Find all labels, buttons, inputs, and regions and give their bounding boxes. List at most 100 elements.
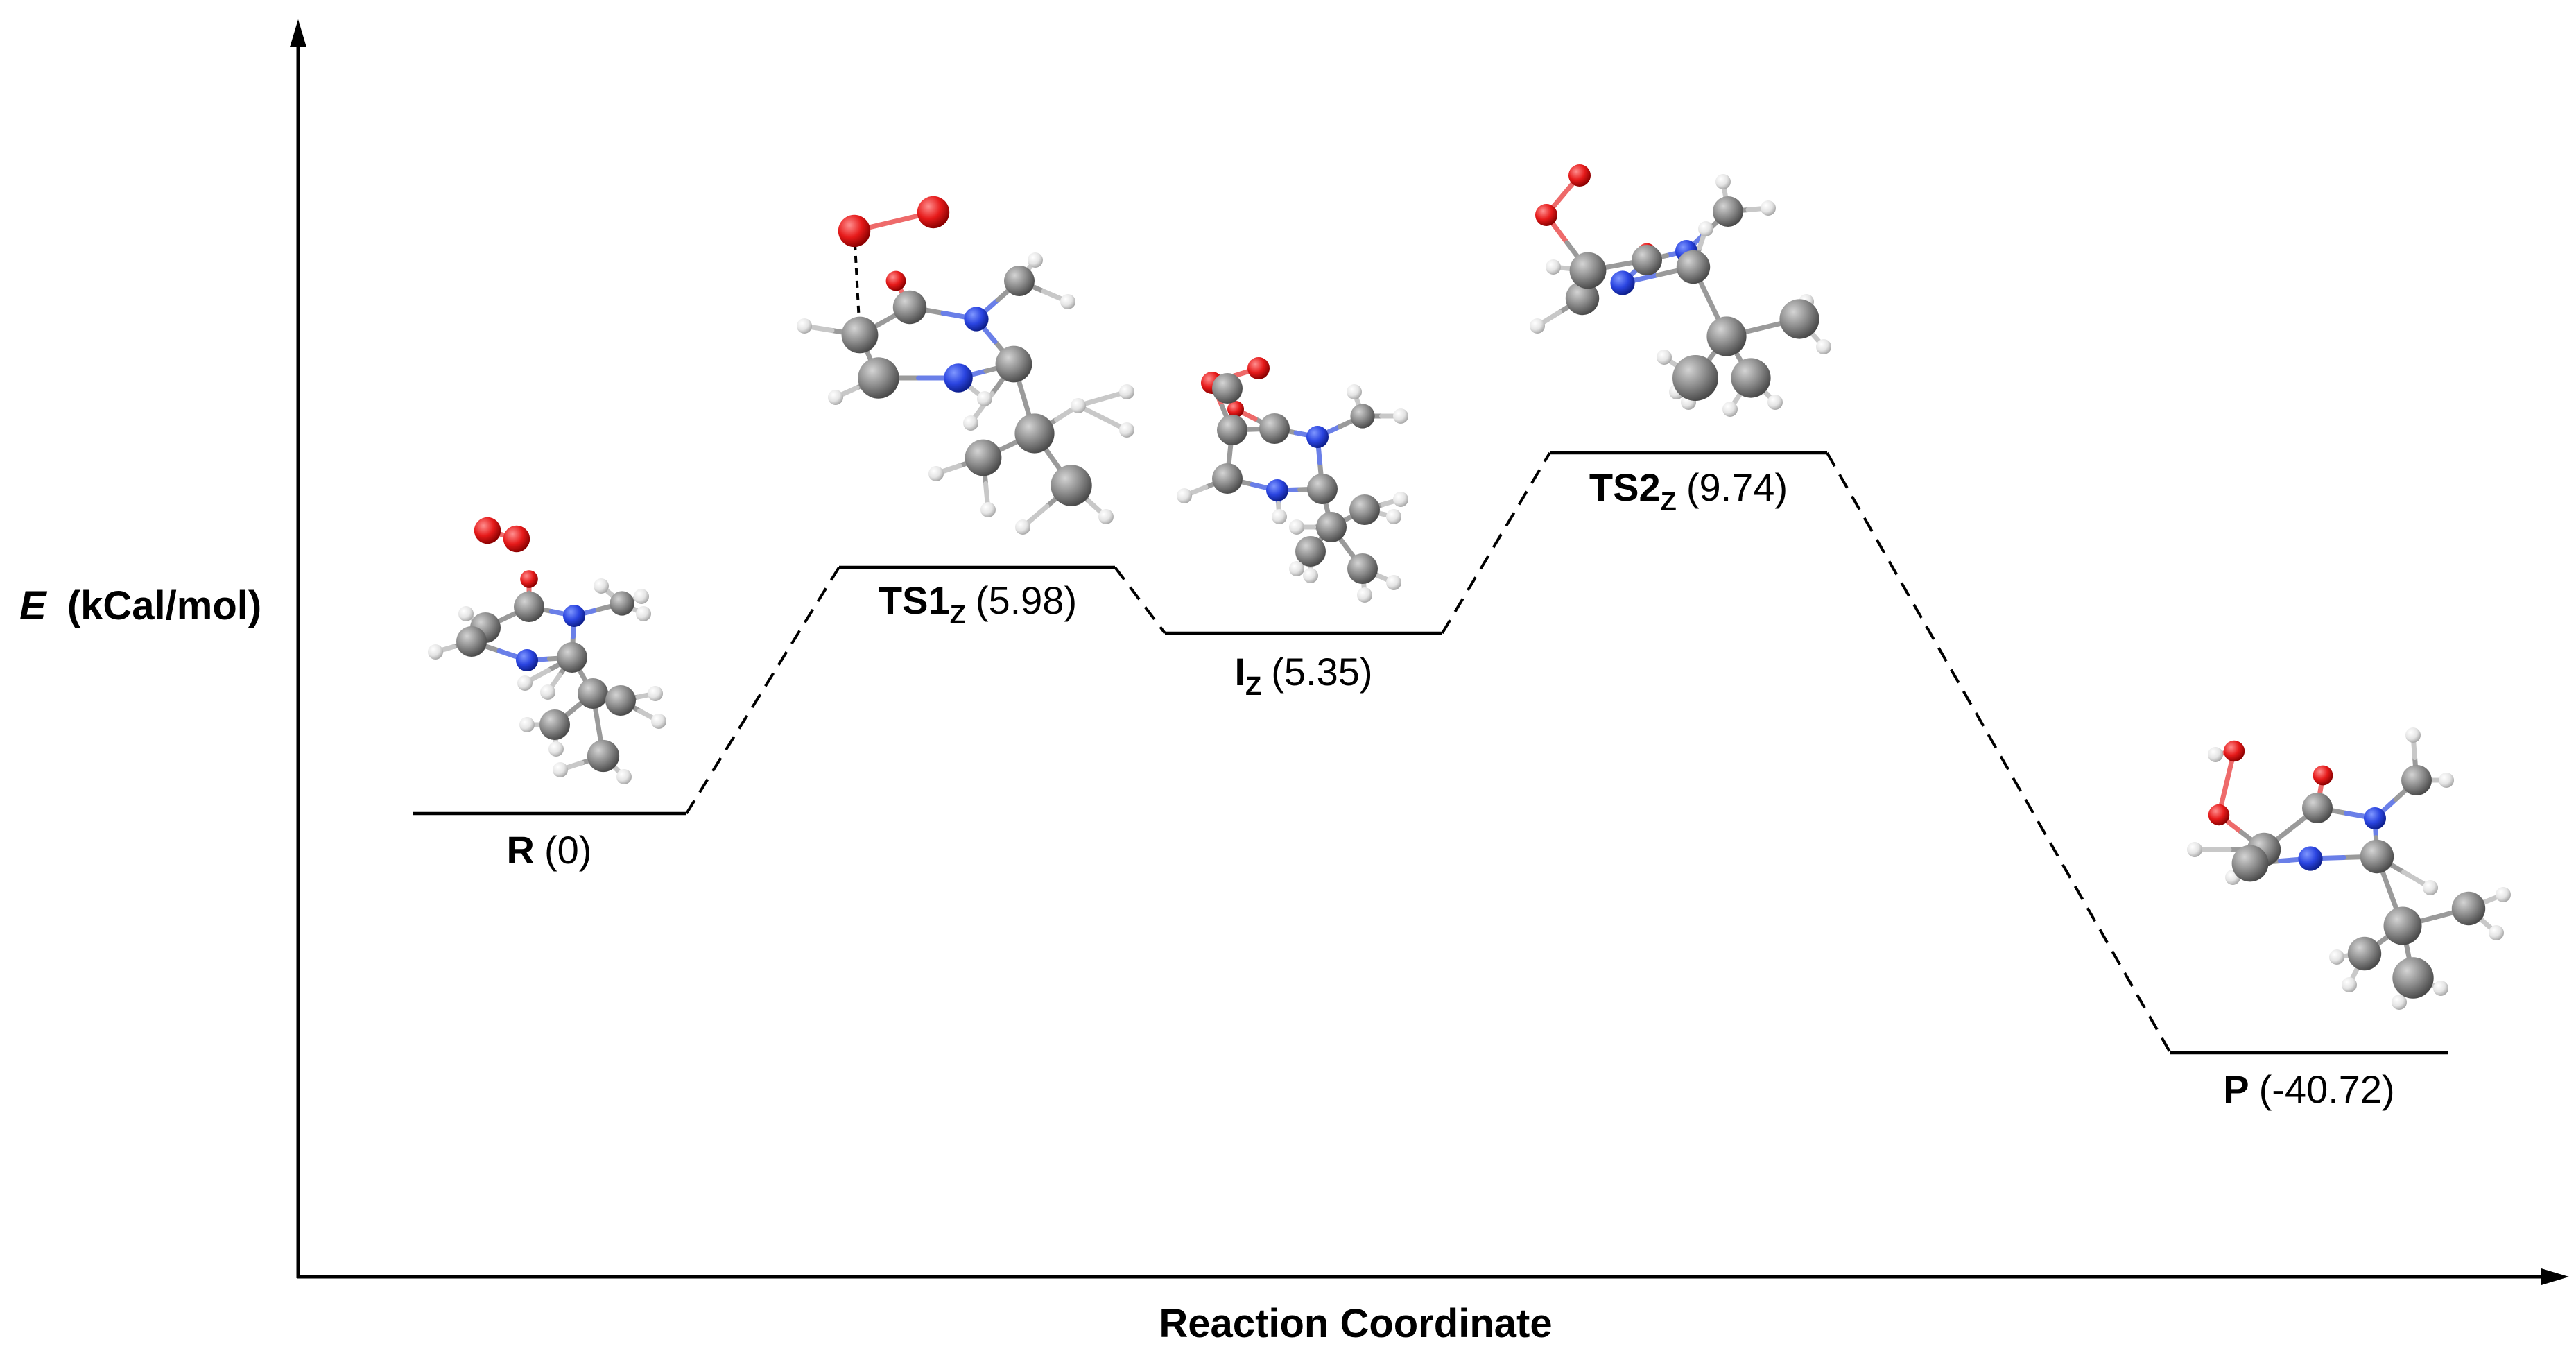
atom-H [977, 391, 992, 406]
level-name-R: R [507, 828, 535, 872]
atom-O [520, 570, 538, 588]
atom-H [2329, 949, 2344, 965]
level-name-TS2: TS2 [1589, 465, 1661, 509]
connector-TS1-I [1114, 566, 1166, 635]
atom-C [539, 709, 570, 740]
atom-C [1014, 413, 1055, 454]
atom-H [636, 606, 651, 621]
atom-C [514, 592, 544, 622]
molecule-TS2 [1530, 164, 1831, 417]
atom-O [1568, 164, 1591, 187]
atom-H [2489, 925, 2504, 940]
atom-C [2392, 957, 2434, 999]
connector-TS2-P [1826, 452, 2172, 1053]
atom-C [2383, 906, 2422, 945]
atom-H [980, 502, 996, 517]
connectors [685, 451, 2172, 1053]
level-value-TS2: (9.74) [1686, 465, 1788, 509]
atom-H [1698, 221, 1713, 236]
atom-H [1386, 575, 1401, 590]
atom-C [841, 316, 879, 354]
atom-H [2208, 747, 2223, 762]
atom-H [1761, 200, 1776, 216]
atom-H [428, 644, 443, 660]
y-axis-label-unit: (kCal/mol) [67, 583, 261, 628]
atom-C [2302, 793, 2333, 823]
atom-H [1015, 519, 1030, 535]
atom-C [1212, 373, 1243, 404]
atom-O [503, 525, 530, 553]
y-axis-label-var: E [19, 583, 48, 628]
molecule-I [1177, 357, 1408, 603]
level-name-TS1: TS1 [879, 578, 950, 622]
atom-H [2187, 842, 2202, 857]
atom-H [1098, 509, 1114, 524]
atom-H [828, 390, 843, 405]
atom-C [1316, 512, 1347, 542]
atom-N [944, 363, 973, 393]
level-label-R: R(0) [507, 828, 592, 872]
atom-C [587, 739, 620, 773]
atom-C [1713, 196, 1743, 227]
atom-H [1722, 402, 1738, 417]
atom-C [1706, 316, 1747, 356]
forming-bond [853, 230, 861, 336]
energy-levels [413, 451, 2448, 1055]
atom-H [1715, 174, 1731, 189]
level-subscript-I: Z [1245, 672, 1261, 701]
atom-O [917, 196, 950, 229]
atom-N [563, 605, 585, 627]
atom-H [1816, 339, 1831, 354]
atom-C [1350, 404, 1375, 429]
atom-H [616, 769, 632, 784]
atom-N [516, 649, 538, 671]
atom-H [1767, 395, 1783, 410]
atom-N [964, 307, 989, 332]
level-label-I: IZ(5.35) [1234, 650, 1372, 701]
atom-H [651, 714, 666, 729]
atom-C [1295, 536, 1326, 567]
level-label-P: P(-40.72) [2223, 1067, 2394, 1111]
atom-O [838, 214, 871, 248]
atom-C [1632, 245, 1662, 275]
atom-O [885, 270, 906, 291]
level-name-P: P [2223, 1067, 2249, 1111]
x-axis-arrowhead [2541, 1268, 2569, 1285]
level-value-I: (5.35) [1271, 650, 1372, 694]
atom-H [1272, 509, 1287, 524]
atom-C [1259, 413, 1290, 444]
atom-O [474, 517, 501, 544]
level-label-TS1: TS1Z(5.98) [879, 578, 1077, 630]
atom-C [1347, 553, 1378, 584]
atom-H [2433, 981, 2448, 996]
atom-C [1565, 281, 1600, 316]
atom-H [1303, 568, 1318, 583]
atom-H [1386, 509, 1401, 524]
atom-C [605, 685, 636, 716]
atom-C [2360, 839, 2394, 874]
atom-H [1357, 587, 1372, 603]
atom-C [1569, 252, 1607, 289]
atom-H [553, 762, 568, 777]
atom-C [1051, 465, 1092, 506]
atom-H [634, 589, 649, 604]
x-axis-label: Reaction Coordinate [1159, 1301, 1552, 1346]
atom-N [2364, 807, 2386, 829]
atom-H [648, 686, 663, 701]
atom-H [1393, 492, 1408, 507]
atom-C [1212, 463, 1243, 494]
atom-C [1731, 358, 1771, 398]
atom-H [519, 717, 535, 732]
atom-H [2342, 977, 2357, 992]
molecule-R [428, 517, 666, 784]
atom-O [2223, 740, 2245, 762]
atom-H [1289, 561, 1304, 576]
atom-H [2392, 995, 2407, 1010]
atom-C [1676, 250, 1711, 284]
atom-C [1004, 266, 1035, 296]
atom-N [1306, 426, 1329, 448]
atom-C [1779, 299, 1819, 339]
level-value-TS1: (5.98) [976, 578, 1077, 622]
atom-H [594, 578, 609, 594]
atom-H [1347, 384, 1362, 399]
